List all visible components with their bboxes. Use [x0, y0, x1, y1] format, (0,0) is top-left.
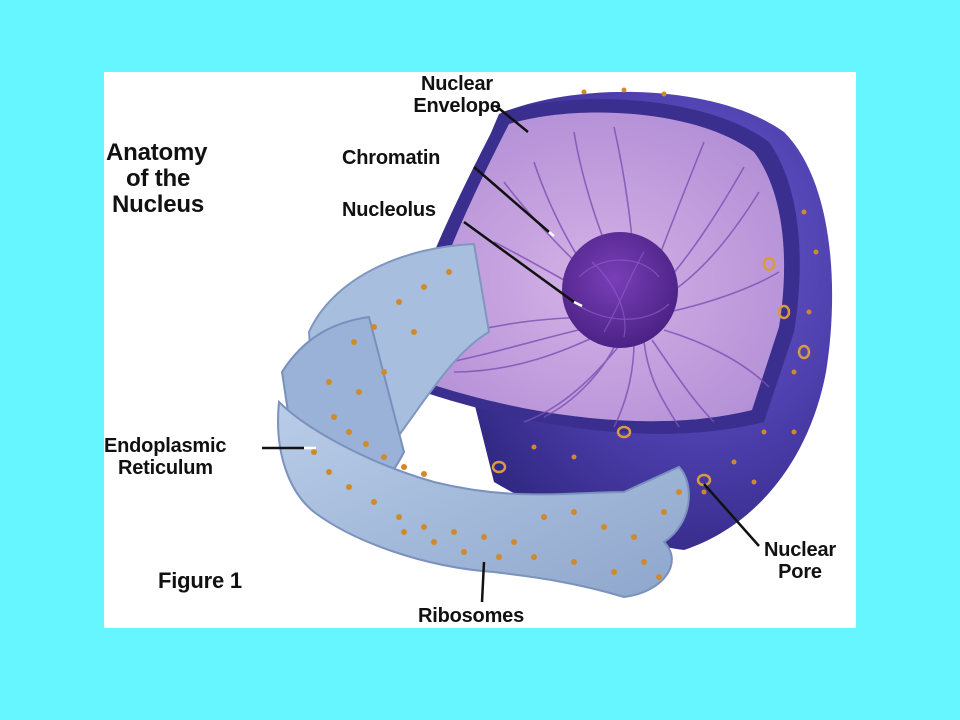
label-nuclear-envelope-line-1: Nuclear: [421, 73, 493, 95]
leader-lines: [262, 105, 760, 603]
label-endoplasmic-reticulum-line-2: Reticulum: [118, 457, 213, 479]
label-nuclear-envelope-line-2: Envelope: [413, 95, 501, 117]
label-nucleolus: Nucleolus: [342, 199, 436, 221]
label-ribosomes: Ribosomes: [418, 605, 525, 627]
diagram-title-line-1: Anatomy: [106, 139, 208, 166]
label-chromatin: Chromatin: [342, 147, 441, 169]
er-layer-front: [277, 399, 690, 599]
nucleus-illustration: [262, 87, 833, 603]
ribosome-dots: [311, 269, 682, 580]
label-endoplasmic-reticulum-line-1: Endoplasmic: [104, 435, 227, 457]
label-nuclear-pore-line-1: Nuclear: [764, 539, 836, 561]
nucleolus-body: [562, 232, 678, 348]
diagram-title-line-2: of the: [126, 165, 191, 192]
label-nuclear-pore-line-2: Pore: [778, 561, 822, 583]
nuclear-envelope-ribosomes: [531, 87, 819, 515]
figure-panel: Anatomy of the Nucleus Nuclear Envelope …: [104, 72, 856, 628]
figure-caption: Figure 1: [158, 568, 242, 593]
nuclear-pore-rings: [491, 256, 811, 487]
diagram-title-line-3: Nucleus: [112, 191, 204, 218]
